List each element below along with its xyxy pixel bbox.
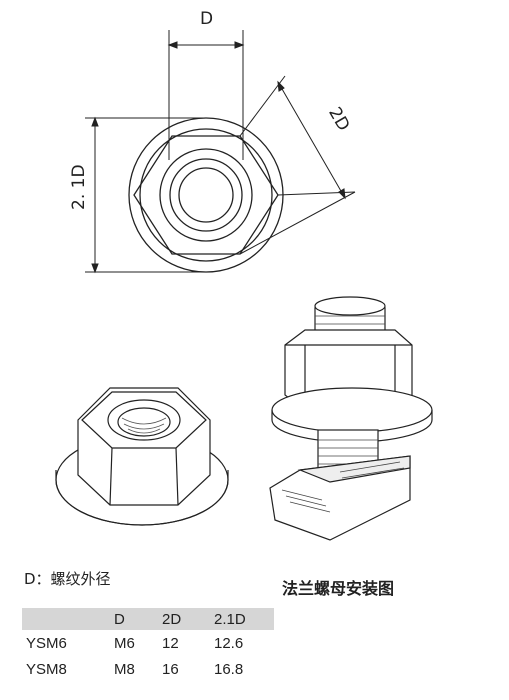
thread-inner-circle xyxy=(178,167,234,223)
top-view xyxy=(128,117,284,273)
assembly-washer xyxy=(271,387,433,433)
header-cell xyxy=(22,608,110,630)
nut-flange-side xyxy=(55,470,229,526)
dimension-lines xyxy=(85,30,356,274)
washer-circle xyxy=(159,148,253,242)
dim-label-d: D xyxy=(200,9,213,29)
dim-label-2-1d: 2. 1D xyxy=(69,164,89,210)
header-cell: D xyxy=(110,608,158,630)
table-cell: 16.8 xyxy=(214,660,244,678)
header-cell: 2D xyxy=(158,608,210,630)
hex-outline xyxy=(133,135,279,255)
installation-caption: 法兰螺母安装图 xyxy=(282,579,395,598)
table-row: YSM8 M8 16 16.8 xyxy=(22,656,274,682)
spec-table: D 2D 2.1D YSM6 M6 12 12.6 YSM8 M8 16 16.… xyxy=(22,608,274,682)
thread-diameter-note: D：螺纹外径 xyxy=(24,570,111,588)
table-cell: 12 xyxy=(162,634,179,652)
spec-table-header: D 2D 2.1D xyxy=(22,608,274,630)
dim-label-2d: 2D xyxy=(324,104,353,135)
table-cell: YSM8 xyxy=(26,660,67,678)
thread-outer-circle xyxy=(169,158,243,232)
flange-inner-circle xyxy=(139,128,273,262)
table-cell: M6 xyxy=(114,634,135,652)
table-cell: M8 xyxy=(114,660,135,678)
nut-bore-inner xyxy=(117,407,171,437)
table-row: YSM6 M6 12 12.6 xyxy=(22,630,274,656)
installation-assembly xyxy=(269,296,433,541)
flange-nut-isometric xyxy=(55,387,229,526)
flange-outer-circle xyxy=(128,117,284,273)
header-cell: 2.1D xyxy=(210,608,274,630)
table-cell: 12.6 xyxy=(214,634,244,652)
table-cell: YSM6 xyxy=(26,634,67,652)
table-cell: 16 xyxy=(162,660,179,678)
